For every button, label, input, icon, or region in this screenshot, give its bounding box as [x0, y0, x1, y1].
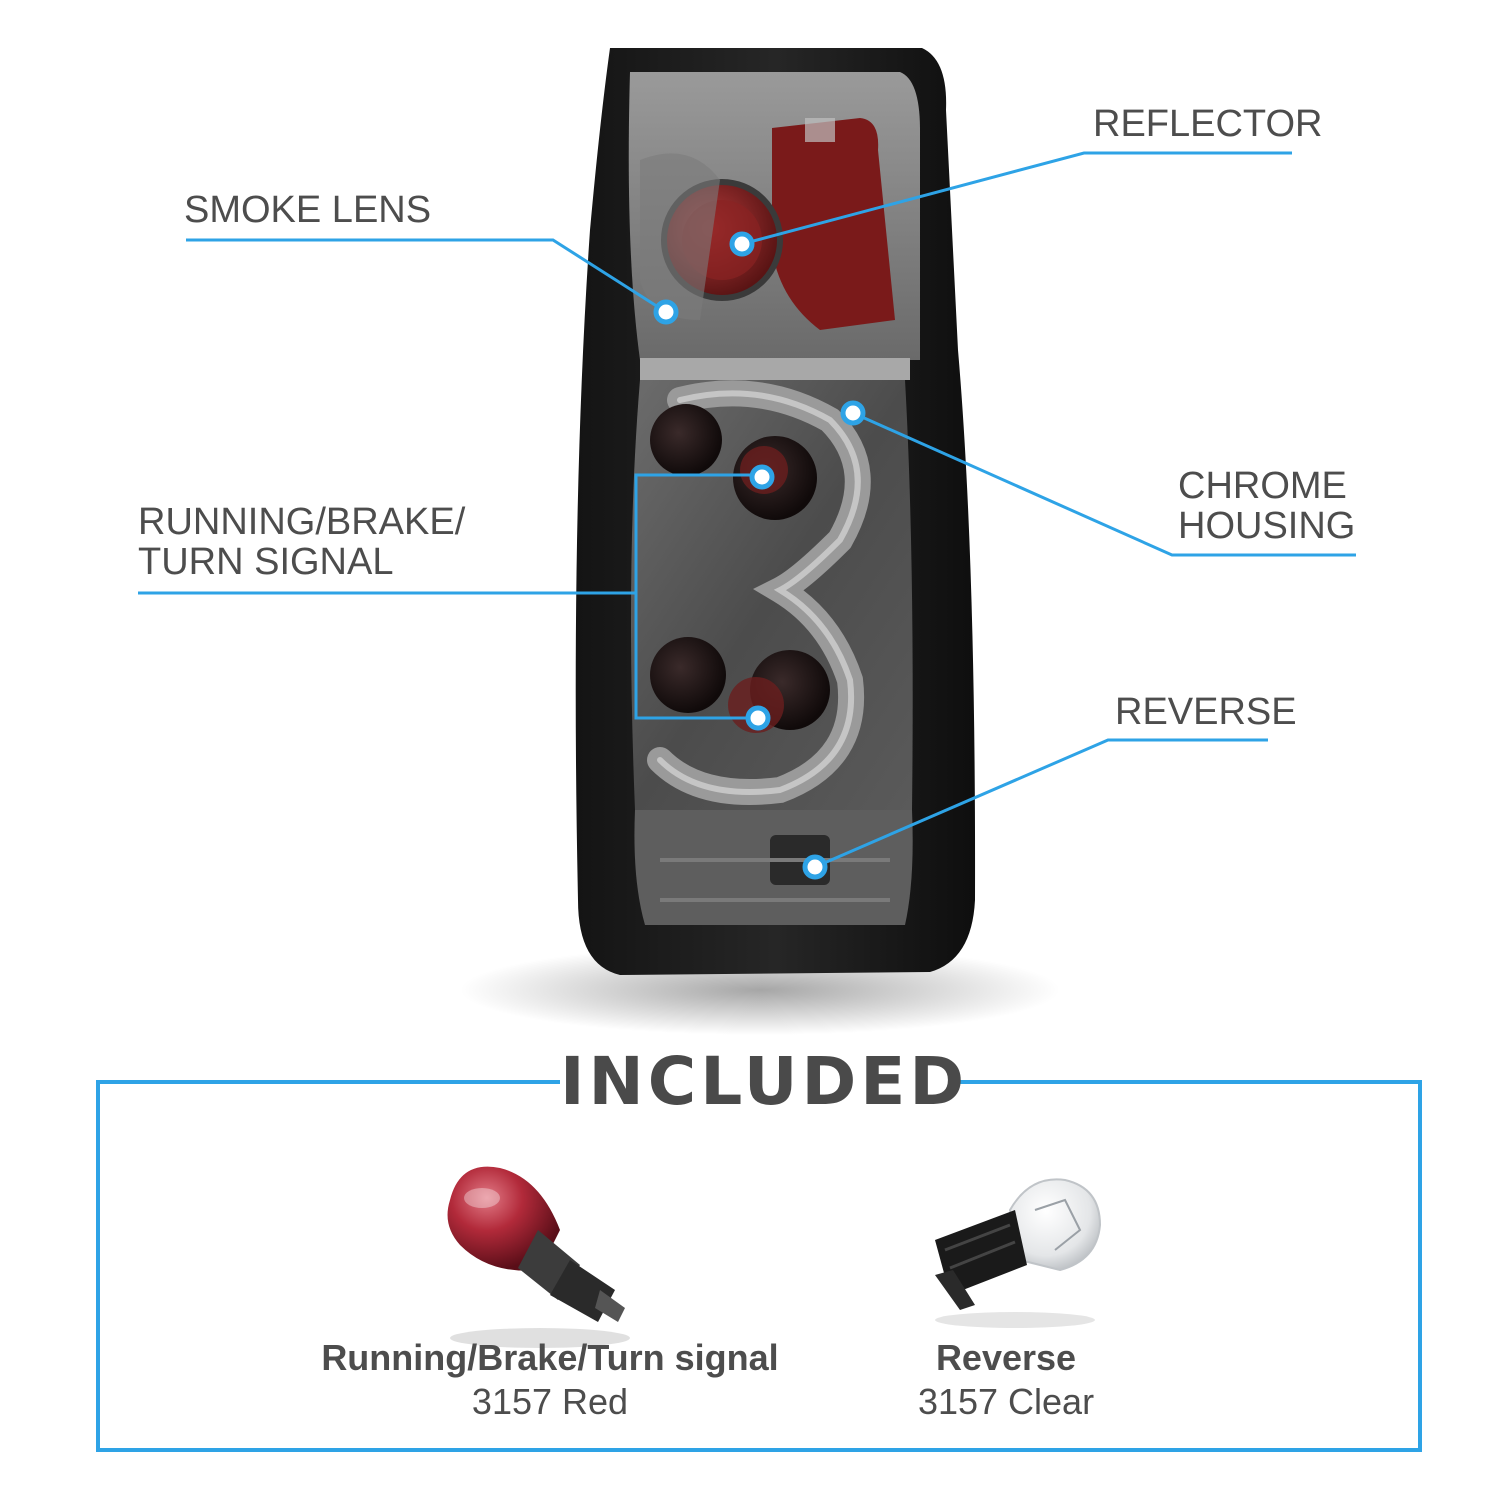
bulb-spec: 3157 Clear [917, 1381, 1095, 1422]
smoke-lens-leader [186, 238, 667, 314]
red-reflector-block [772, 118, 895, 330]
included-title: INCLUDED [560, 1042, 969, 1122]
bulb-caption-reverse: Reverse 3157 Clear [856, 1336, 1156, 1424]
tail-light-illustration [460, 48, 1060, 1035]
reverse-label: REVERSE [1115, 691, 1297, 733]
chrome-housing-label: CHROME HOUSING [1178, 466, 1355, 546]
bulb-caption-running-brake: Running/Brake/Turn signal 3157 Red [250, 1336, 850, 1424]
running-brake-bracket [634, 473, 762, 720]
bulb-name: Running/Brake/Turn signal [321, 1337, 779, 1378]
running-brake-dot-top [749, 464, 775, 490]
lens-divider [640, 358, 910, 380]
inner-bulb-bottom-left [650, 637, 726, 713]
running-brake-dot-bottom [745, 705, 771, 731]
bulb-spec: 3157 Red [471, 1381, 629, 1422]
chrome-housing-label-line1: CHROME [1178, 465, 1347, 507]
reflector-dot [729, 231, 755, 257]
smoke-lens-dot [653, 299, 679, 325]
running-brake-turn-label-line2: TURN SIGNAL [138, 541, 394, 583]
running-brake-turn-label-line1: RUNNING/BRAKE/ [138, 501, 466, 543]
inner-bulb-top-left [650, 404, 722, 476]
reverse-dot [802, 854, 828, 880]
bulb-name: Reverse [935, 1337, 1077, 1378]
reverse-leader [814, 738, 1268, 869]
reflector-label: REFLECTOR [1093, 103, 1323, 145]
chrome-housing-dot [840, 400, 866, 426]
running-brake-turn-label: RUNNING/BRAKE/ TURN SIGNAL [138, 502, 465, 582]
reflector-leader [741, 151, 1292, 246]
chrome-housing-label-line2: HOUSING [1178, 505, 1356, 547]
clear-bulb-icon [935, 1178, 1102, 1328]
callout-lines [138, 151, 1356, 880]
smoke-lens-label: SMOKE LENS [184, 189, 432, 231]
chrome-housing-leader [852, 411, 1356, 557]
red-bulb-icon [447, 1166, 630, 1348]
